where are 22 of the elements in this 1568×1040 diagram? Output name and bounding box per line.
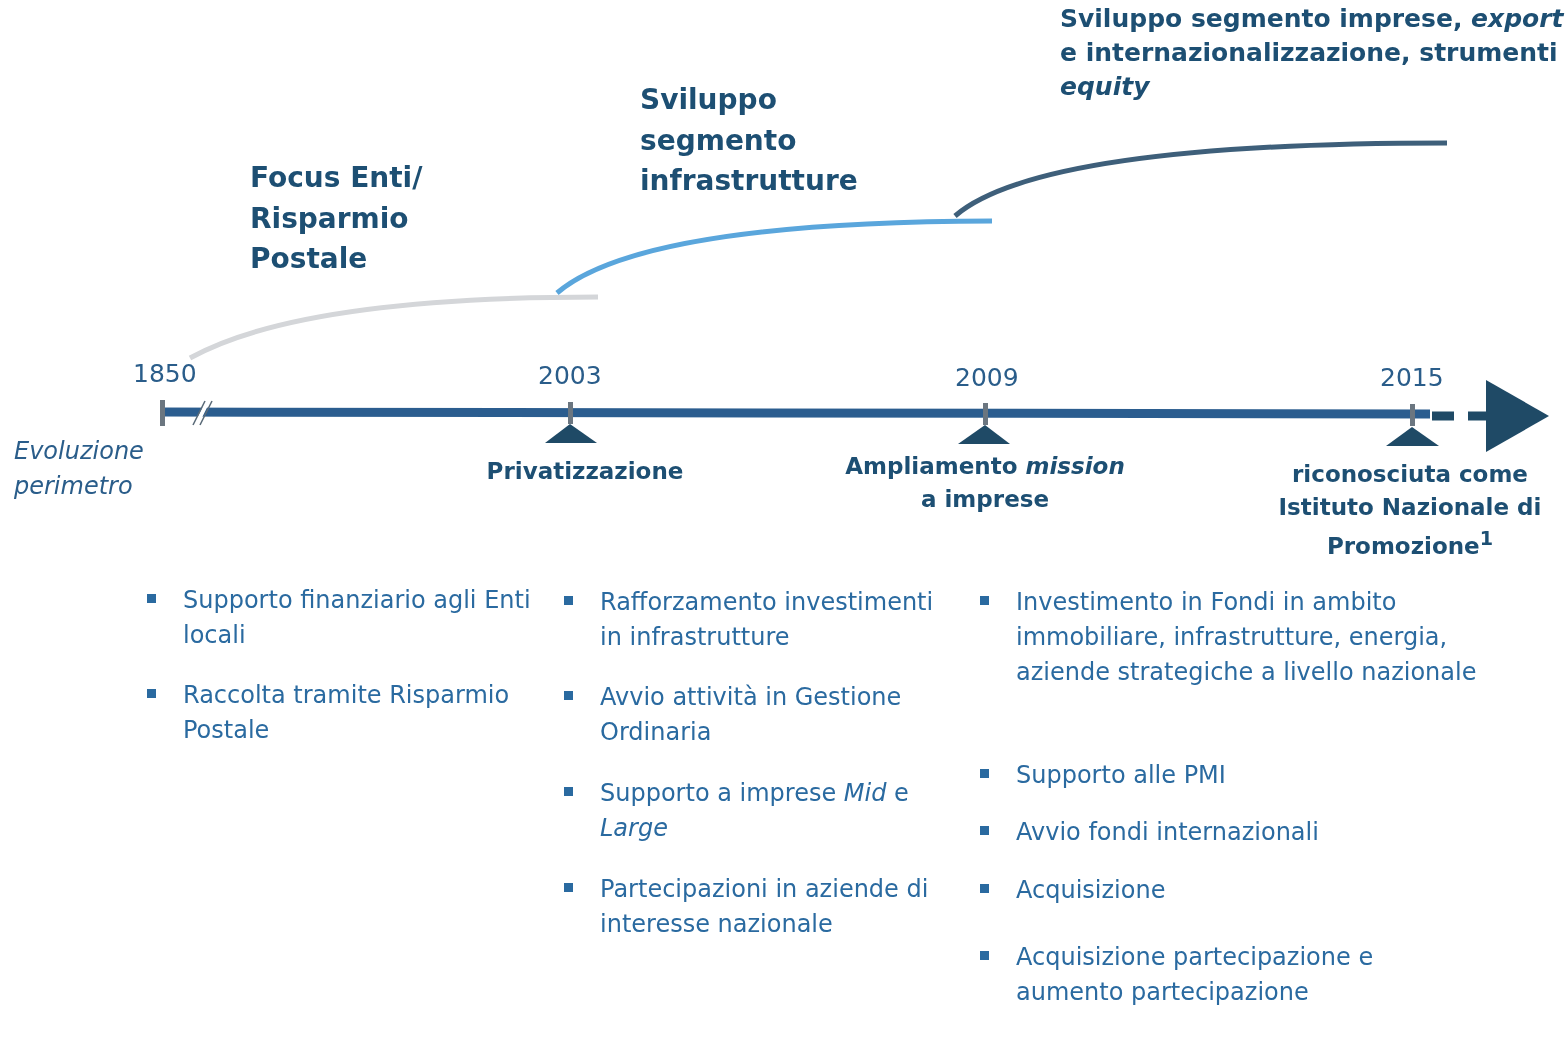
year-label: 1850 <box>133 358 198 390</box>
bullet-item: Investimento in Fondi in ambito immobiliare, infrastrutture, energia, aziende strategiche a livello nazionale <box>978 585 1488 690</box>
bullet-item: Avvio fondi internazionali <box>978 815 1488 850</box>
bullet-item: Supporto finanziario agli Enti locali <box>145 583 535 653</box>
year-label: 2003 <box>538 360 603 392</box>
milestone-label: Privatizzazione <box>485 457 685 486</box>
bullet-item: Partecipazioni in aziende di interesse nazionale <box>562 872 962 942</box>
phase-heading: Focus Enti/ Risparmio Postale <box>250 160 424 278</box>
bullet-item: Supporto alle PMI <box>978 758 1488 793</box>
bullet-item: Rafforzamento investimenti in infrastrutture <box>562 585 962 655</box>
year-label: 2015 <box>1380 362 1445 394</box>
bullet-item: Acquisizione partecipazione e aumento partecipazione <box>978 940 1488 1010</box>
phase-heading: Sviluppo segmento infrastrutture <box>640 82 859 200</box>
milestone-label: riconosciuta come Istituto Nazionale di Promozione$^{1}$ <box>1277 460 1543 561</box>
year-label: 2009 <box>955 362 1020 394</box>
bullet-item: Supporto a imprese Mid e Large <box>562 776 962 846</box>
phase-heading: Sviluppo segmento imprese, export e internazionalizzazione, strumenti equity <box>1060 3 1565 103</box>
bullet-item: Acquisizione <box>978 873 1488 908</box>
bullet-item: Raccolta tramite Risparmio Postale <box>145 678 535 748</box>
axis-note: Evoluzione perimetro <box>14 436 145 502</box>
bullet-item: Avvio attività in Gestione Ordinaria <box>562 680 962 750</box>
milestone-label: Ampliamento mission a imprese <box>844 452 1126 515</box>
